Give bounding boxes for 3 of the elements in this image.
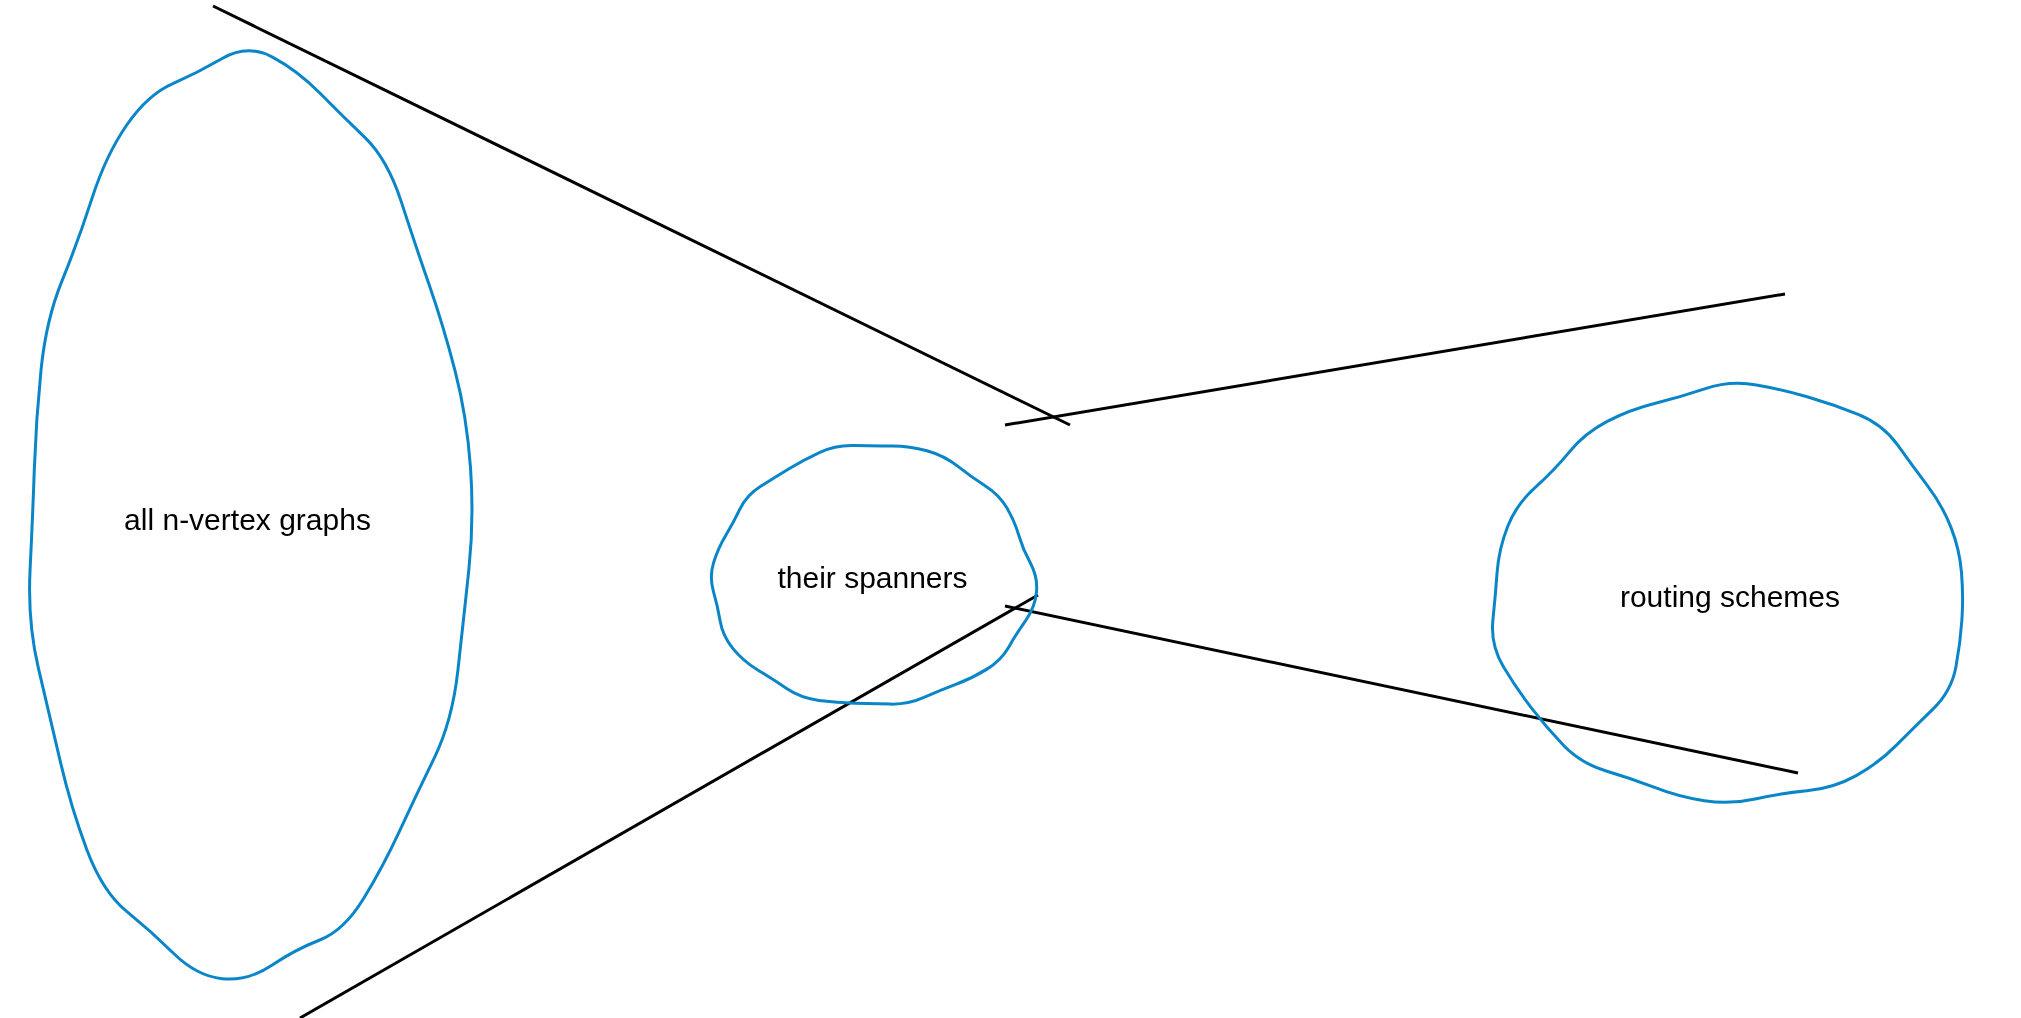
region-label: their spanners: [777, 559, 968, 596]
region-label: all n-vertex graphs: [124, 501, 371, 538]
region-label: routing schemes: [1619, 578, 1841, 615]
